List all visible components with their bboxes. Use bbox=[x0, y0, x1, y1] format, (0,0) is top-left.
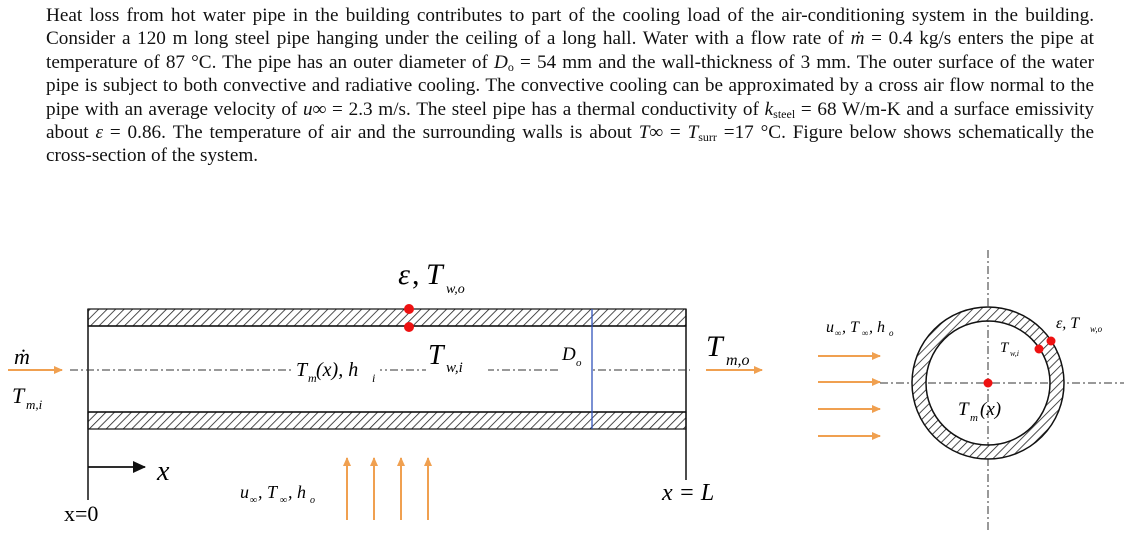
svg-text:, h: , h bbox=[288, 482, 306, 502]
svg-text:, T: , T bbox=[258, 482, 279, 502]
problem-text-temperature: =17 °C. Figure below shows schematically… bbox=[46, 122, 1094, 167]
cs-tm-label: T bbox=[958, 399, 970, 420]
mdot-symbol: ṁ bbox=[850, 28, 865, 50]
tmo-label: T bbox=[706, 330, 725, 363]
twi-sub: w,i bbox=[446, 360, 463, 376]
inner-surface-point bbox=[404, 322, 414, 332]
tmx-rest: (x), h bbox=[316, 359, 358, 381]
tmx-sub: m bbox=[308, 371, 317, 385]
crossflow-arrows-bottom bbox=[343, 457, 432, 520]
pipe-cross-section-wall bbox=[912, 307, 1064, 459]
cs-flow-label: u ∞ , T ∞ , h o bbox=[826, 319, 894, 338]
t-surr-subscript: surr bbox=[698, 130, 717, 145]
mdot-label: ṁ bbox=[14, 344, 30, 369]
do-subscript: o bbox=[507, 59, 514, 74]
problem-text-diameter: = 54 mm and the wall-thickness of 3 mm. … bbox=[46, 51, 1094, 120]
cs-eps-sub: w,o bbox=[1090, 324, 1103, 334]
cs-tm-sub: m bbox=[970, 412, 978, 424]
u-inf-symbol: u∞ bbox=[303, 98, 327, 120]
bottom-flow-label: u ∞ , T ∞ , h o bbox=[240, 482, 315, 506]
problem-text-intro: Heat loss from hot water pipe in the bui… bbox=[46, 5, 1094, 50]
t-inf-symbol: T∞ bbox=[638, 122, 664, 144]
cs-twi-sub: w,i bbox=[1010, 349, 1019, 358]
svg-text:u: u bbox=[826, 319, 834, 336]
pipe-cross-section-outer bbox=[911, 306, 1065, 460]
tmo-sub: m,o bbox=[726, 352, 750, 369]
svg-text:u: u bbox=[240, 482, 249, 502]
xL-label: x = L bbox=[661, 480, 714, 506]
crossflow-arrows-left bbox=[818, 352, 881, 440]
svg-text:∞: ∞ bbox=[250, 495, 257, 506]
problem-text-conductivity: = 68 W/m-K and a surface emissivity abou… bbox=[46, 98, 1094, 144]
svg-text:∞: ∞ bbox=[862, 328, 868, 338]
outer-surface-point bbox=[404, 304, 414, 314]
two-sub: w,o bbox=[446, 282, 465, 297]
cs-outer-surface-point bbox=[1046, 336, 1056, 346]
x0-label: x=0 bbox=[64, 501, 98, 526]
tmi-sub: m,i bbox=[26, 397, 43, 412]
two-label: T bbox=[426, 258, 445, 291]
svg-text:, h: , h bbox=[869, 319, 885, 336]
cs-tm-rest: (x) bbox=[980, 399, 1001, 420]
cs-twi-label: T bbox=[1000, 340, 1010, 356]
svg-text:o: o bbox=[310, 495, 315, 506]
problem-text-velocity: = 2.3 m/s. The steel pipe has a thermal … bbox=[326, 98, 765, 120]
pipe-top-wall bbox=[87, 308, 687, 327]
t-surr-symbol: T bbox=[687, 122, 699, 144]
svg-text:∞: ∞ bbox=[835, 328, 841, 338]
problem-statement: Heat loss from hot water pipe in the bui… bbox=[46, 4, 1094, 168]
k-symbol: k bbox=[764, 98, 774, 120]
cs-inner-surface-point bbox=[1034, 344, 1044, 354]
do-symbol: D bbox=[494, 51, 508, 73]
do-label: D bbox=[561, 344, 576, 365]
pipe-bottom-wall bbox=[87, 411, 687, 430]
x-label: x bbox=[156, 456, 170, 487]
tmx-label: T bbox=[296, 359, 309, 381]
eps-symbol: ε bbox=[95, 122, 104, 144]
cs-center-point bbox=[983, 378, 993, 388]
tmx-rest-sub: i bbox=[372, 371, 375, 385]
pipe-cross-section-inner bbox=[925, 320, 1051, 446]
svg-text:o: o bbox=[889, 328, 894, 338]
svg-text:, T: , T bbox=[842, 319, 860, 336]
eps-comma: , bbox=[412, 258, 420, 291]
problem-text-flow: = 0.4 kg/s enters the pipe at temperatur… bbox=[46, 28, 1094, 73]
tmi-label: T bbox=[12, 383, 26, 408]
svg-text:∞: ∞ bbox=[280, 495, 287, 506]
equals-sign: = bbox=[663, 122, 688, 144]
cs-eps-label: ε, T bbox=[1056, 315, 1080, 332]
problem-text-emissivity: = 0.86. The temperature of air and the s… bbox=[103, 122, 639, 144]
k-subscript: steel bbox=[773, 106, 796, 121]
eps-label: ε bbox=[398, 258, 410, 291]
do-sub: o bbox=[576, 357, 582, 369]
twi-label: T bbox=[428, 340, 446, 371]
